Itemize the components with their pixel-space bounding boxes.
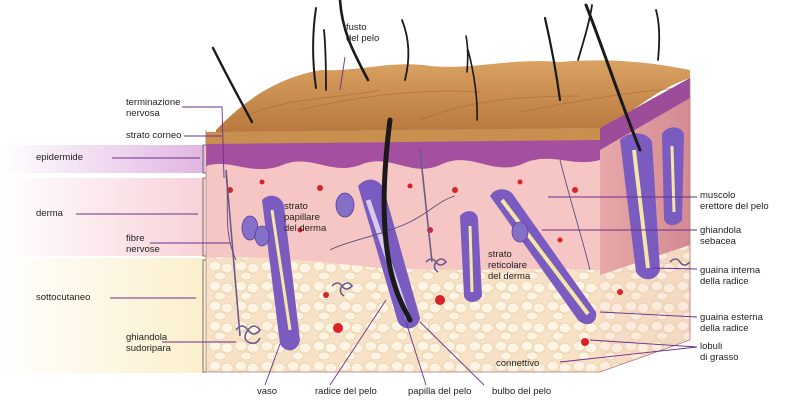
sebaceous-glands (241, 192, 529, 247)
nerve-fibers (225, 159, 591, 271)
follicle-left (262, 195, 300, 351)
region-epidermis: epidermide (36, 152, 83, 163)
label-sebaceous-gland: ghiandola sebacea (700, 225, 742, 247)
label-arrector-muscle: muscolo erettore del pelo (700, 190, 769, 212)
label-reticular-layer: strato reticolare del derma (488, 249, 531, 282)
label-sweat-gland: ghiandola sudoripara (126, 332, 171, 354)
region-dermis: derma (36, 208, 63, 219)
skin-surface (216, 60, 690, 132)
label-vessel: vaso (257, 386, 278, 397)
label-papillary-layer: strato papillare del derma (284, 201, 327, 234)
skin-surface-ridges (239, 87, 681, 121)
leader-lines (76, 56, 698, 386)
label-hair-root: radice del pelo (315, 386, 377, 397)
label-inner-root-sheath: guaina interna della radice (700, 265, 761, 287)
label-nerve-ending: terminazione nervosa (126, 97, 181, 119)
hairs (211, 0, 661, 323)
hypodermis-band (0, 258, 205, 373)
label-connective: connettivo (496, 358, 540, 369)
label-fat-lobules: lobuli di grasso (700, 341, 739, 363)
label-outer-root-sheath: guaina esterna della radice (700, 312, 763, 334)
follicle-center (460, 211, 482, 302)
follicle-far-right (662, 127, 684, 226)
label-hair-bulb: bulbo del pelo (492, 386, 552, 397)
label-nerve-fibers: fibre nervose (126, 233, 160, 255)
follicle-right (620, 133, 660, 280)
label-hair-shaft: fusto del pelo (346, 22, 380, 44)
region-hypodermis: sottocutaneo (36, 292, 91, 303)
label-stratum-corneum: strato corneo (126, 130, 182, 141)
epidermis-band (0, 145, 205, 173)
label-hair-papilla: papilla del pelo (408, 386, 472, 397)
